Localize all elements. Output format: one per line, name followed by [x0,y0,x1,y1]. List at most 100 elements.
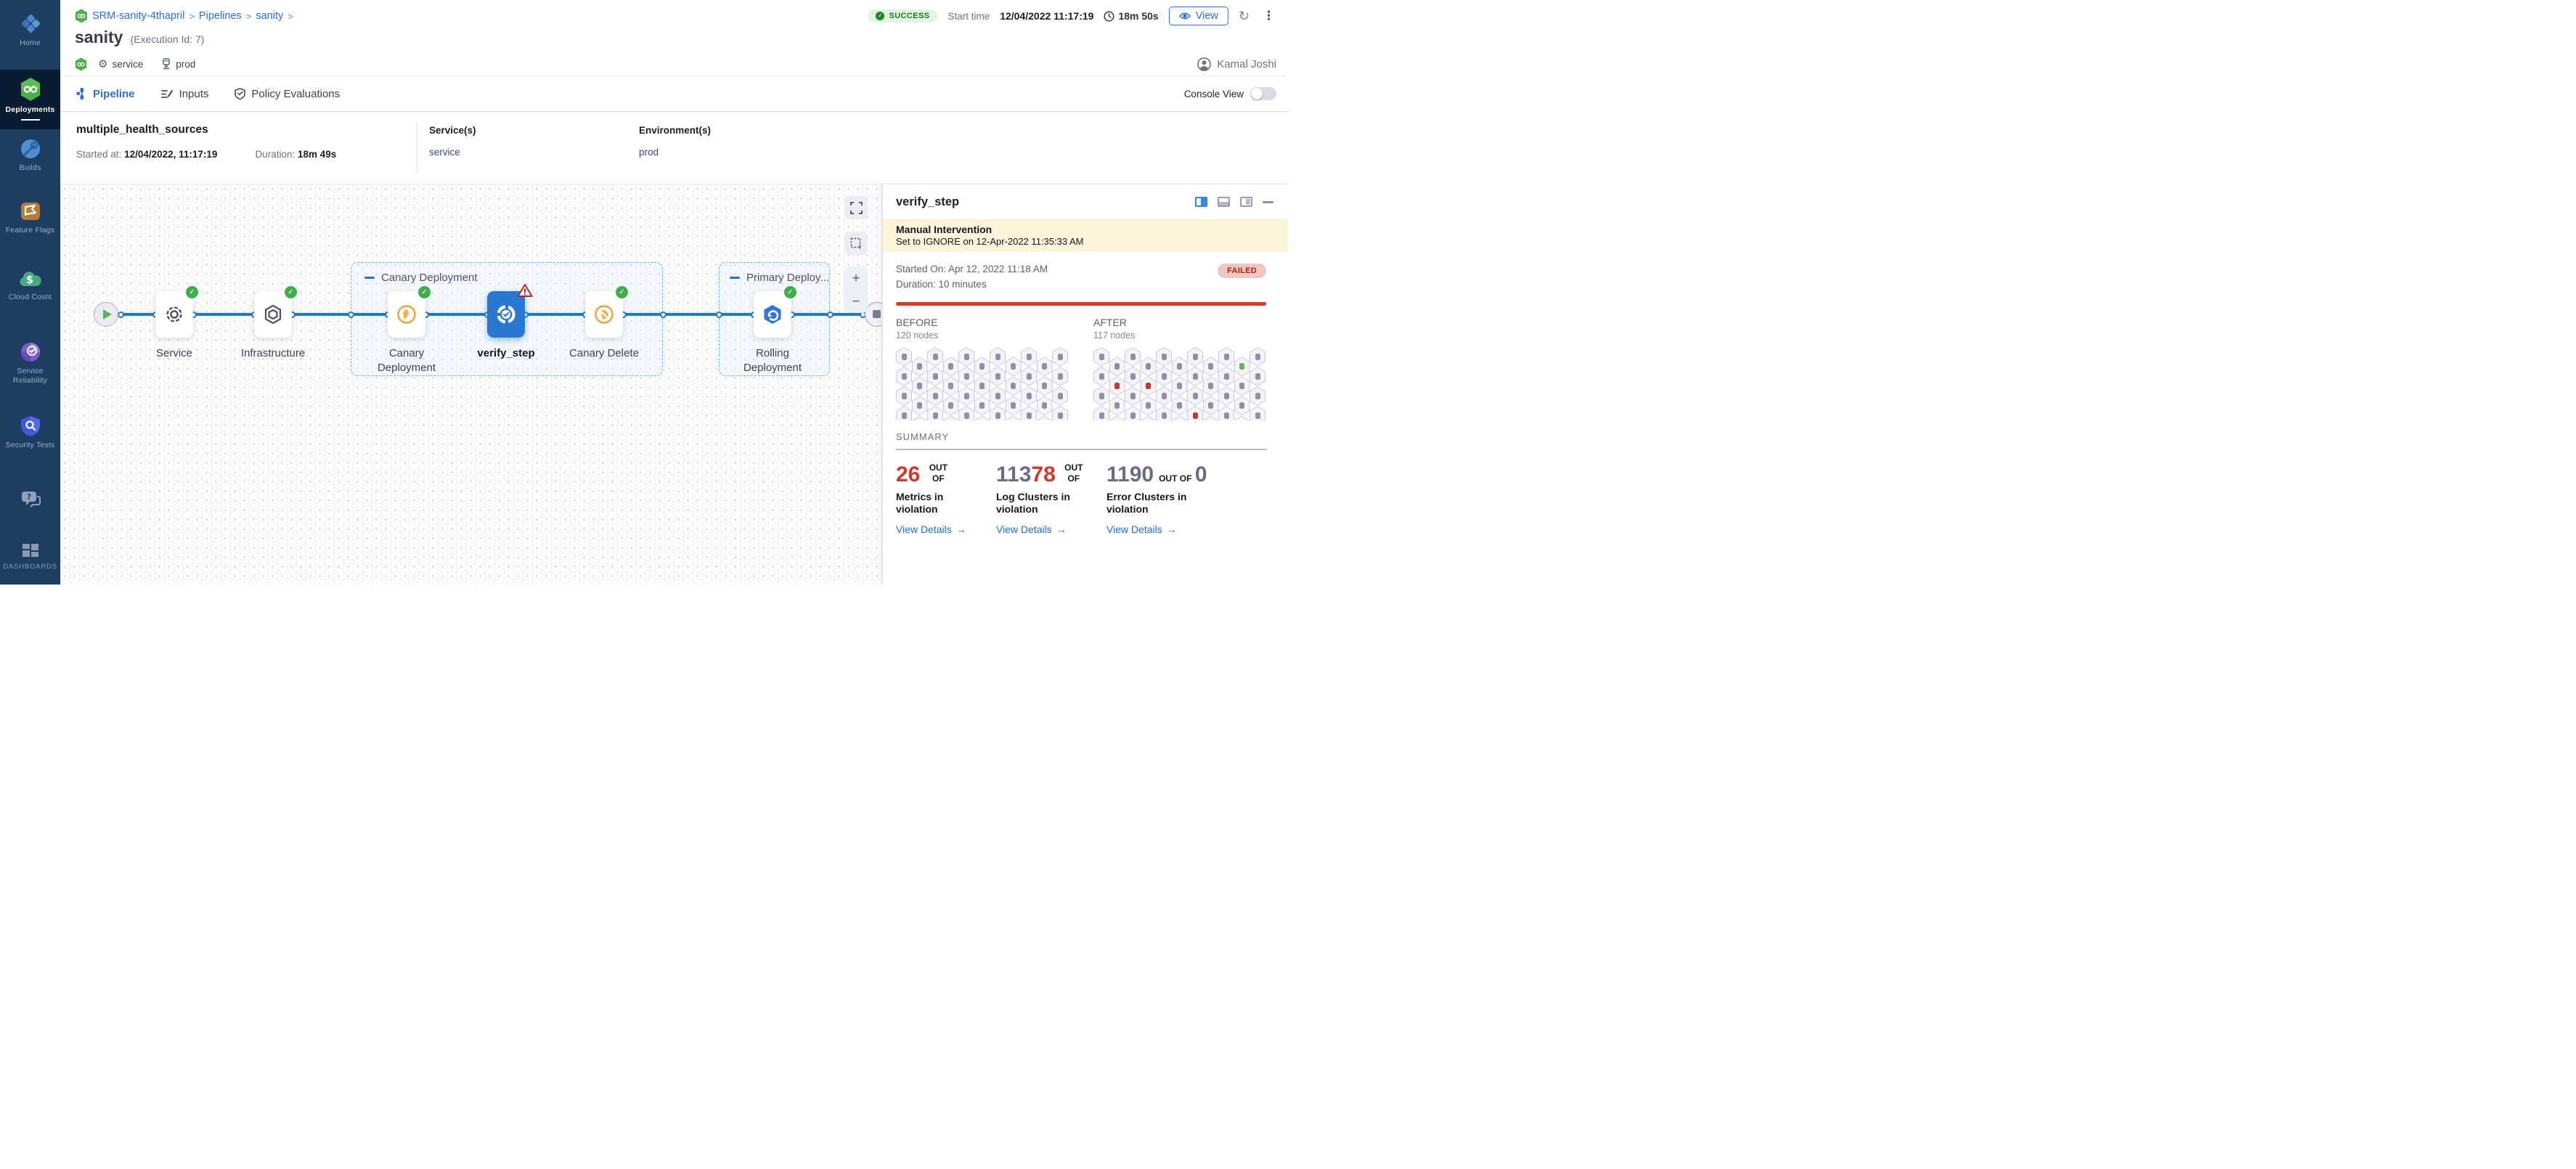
node-hex [943,396,959,415]
start-time-value: 12/04/2022 11:17:19 [1000,10,1093,22]
breadcrumb-pipelines[interactable]: Pipelines [199,10,242,22]
layout-floating-icon[interactable] [1240,197,1252,207]
node-hex [958,406,974,420]
node-hex [1093,406,1109,420]
view-button[interactable]: View [1169,7,1228,25]
zoom-in-button[interactable]: + [852,272,860,285]
tab-policy-evaluations[interactable]: Policy Evaluations [235,88,340,100]
node-hex [1052,406,1068,420]
node-hex [1109,415,1125,420]
breadcrumb-separator: > [246,11,252,22]
sidebar-item-deployments[interactable]: Deployments [0,70,60,129]
environment-link[interactable]: prod [639,147,711,158]
success-badge-icon: ✓ [418,286,431,298]
node-hex [1187,406,1203,420]
zoom-out-button[interactable]: − [852,295,860,309]
view-details-link[interactable]: View Details → [996,524,1088,535]
policy-shield-icon [235,88,245,99]
before-column: BEFORE 120 nodes [896,317,1070,420]
zoom-controls: + − [844,266,868,313]
node-hex [1172,415,1188,420]
selection-tool-button[interactable] [844,232,868,255]
failed-badge: FAILED [1218,264,1266,278]
layout-bottom-icon[interactable] [1218,197,1230,207]
node-hex [958,386,974,406]
banner-title: Manual Intervention [896,224,1275,235]
node-hex [974,376,990,396]
node-verify-step[interactable] [487,291,525,338]
sidebar-item-support[interactable]: ? [0,490,60,509]
node-rolling-deployment[interactable]: ✓ [754,291,791,338]
node-hex [1203,396,1219,415]
node-hex [990,386,1006,406]
node-hex [1172,357,1188,376]
sidebar-item-feature-flags[interactable]: Feature Flags [0,200,60,235]
gear-icon: ⚙ [98,57,107,70]
inputs-tab-icon [161,89,174,99]
layout-split-right-icon[interactable] [1195,197,1207,207]
user-name: Kamal Joshi [1217,58,1276,70]
collapse-icon[interactable] [730,277,740,279]
view-details-label: View Details [996,524,1052,535]
node-hex [974,415,990,420]
node-hex [943,357,959,376]
tab-pipeline[interactable]: Pipeline [76,88,135,100]
node-hex [1156,347,1172,367]
sidebar-item-security-tests[interactable]: Security Tests [0,415,60,450]
sidebar-item-dashboards[interactable]: DASHBOARDS [0,543,60,571]
collapse-icon[interactable] [364,277,375,279]
user-chip[interactable]: Kamal Joshi [1197,57,1276,71]
view-details-link[interactable]: View Details → [896,524,977,535]
minimize-icon[interactable] [1263,201,1273,203]
node-canary-delete[interactable]: ✓ [585,291,623,338]
node-infrastructure[interactable]: ✓ [254,291,292,338]
sidebar-item-builds[interactable]: Builds [0,138,60,173]
selection-icon [850,237,862,249]
node-label-canary-delete: Canary Delete [553,346,655,361]
tab-label: Inputs [179,88,209,100]
group-header-canary[interactable]: Canary Deployment [364,272,478,284]
after-label: AFTER [1093,317,1268,328]
refresh-icon[interactable]: ↻ [1239,9,1250,23]
node-hex [1093,386,1109,406]
service-link[interactable]: service [429,147,476,158]
node-label-verify-step: verify_step [455,346,557,361]
node-label-service: Service [123,346,225,361]
node-hex [1141,357,1157,376]
view-details-link[interactable]: View Details → [1106,524,1230,535]
node-hex [1172,396,1188,415]
tab-inputs[interactable]: Inputs [161,88,209,100]
breadcrumb-pipeline[interactable]: sanity [256,10,283,22]
services-column: Service(s) service [429,125,476,158]
clock-icon [1104,11,1114,22]
sidebar-item-cloud-costs[interactable]: $ Cloud Costs [0,270,60,302]
environment-tag[interactable]: prod [161,58,195,70]
node-hex [1093,367,1109,386]
more-options-icon[interactable]: ⋮ [1260,9,1278,23]
stat-total: 0 [1195,463,1207,486]
log-clusters-violation-stat: 11378OUT OF Log Clusters in violation Vi… [996,463,1088,535]
group-header-primary[interactable]: Primary Deploy... [730,272,829,284]
infrastructure-icon [264,304,282,325]
sidebar-item-label: DASHBOARDS [0,563,60,571]
stat-label: Error Clusters in violation [1106,491,1230,516]
stat-value: 1190 [1106,463,1154,486]
environment-tag-label: prod [176,59,195,70]
fullscreen-button[interactable] [844,196,868,219]
node-hex [1037,376,1053,396]
node-hex [1250,367,1265,386]
console-view-toggle[interactable] [1250,87,1276,100]
node-hex [1141,376,1157,396]
start-node[interactable] [94,302,118,327]
divider [896,449,1267,450]
success-badge-icon: ✓ [616,286,628,298]
node-hex [1218,367,1234,386]
service-tag[interactable]: ⚙ service [98,57,143,70]
sidebar-item-service-reliability[interactable]: Service Reliability [0,341,60,386]
node-canary-deployment[interactable]: ✓ [388,291,425,338]
after-node-grid [1093,347,1268,420]
node-service[interactable]: ✓ [155,291,193,338]
summary-label: SUMMARY [896,431,1266,442]
sidebar-item-home[interactable]: Home [0,15,60,48]
breadcrumb-project[interactable]: SRM-sanity-4thapril [92,10,184,22]
